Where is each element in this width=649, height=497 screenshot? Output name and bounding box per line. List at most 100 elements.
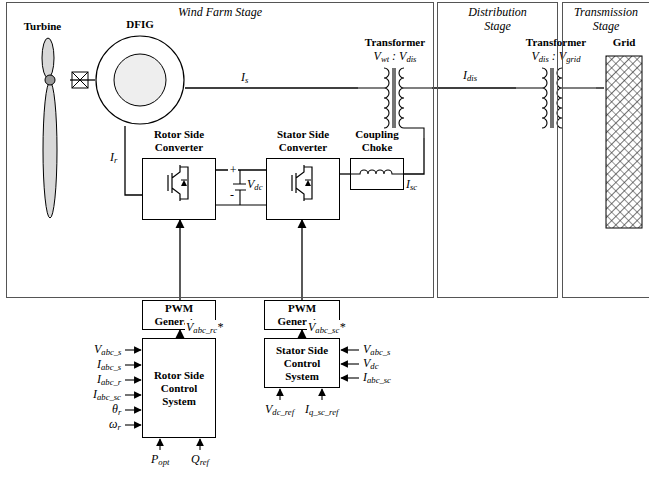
choke-box: Coupling Choke xyxy=(350,128,404,190)
connector xyxy=(125,126,142,195)
generator-circle: DFIG xyxy=(95,18,185,126)
symbol: ω xyxy=(109,417,117,431)
node-title: Stator Side Control System xyxy=(265,344,339,383)
symbol: V xyxy=(374,49,381,63)
subscript: abc_sc xyxy=(97,392,121,402)
signal-arrow xyxy=(125,364,141,365)
signal-arrow xyxy=(341,363,359,364)
dc-link-label: Vdc xyxy=(246,177,264,194)
current-label: Is xyxy=(240,70,249,87)
connector xyxy=(70,79,95,80)
current-label: Isc xyxy=(405,177,418,194)
symbol: I xyxy=(305,402,309,416)
signal-label: Qref xyxy=(190,452,210,469)
signal-arrow xyxy=(125,424,141,425)
symbol: I xyxy=(363,370,367,384)
subscript: dis xyxy=(467,73,477,83)
symbol: V xyxy=(186,320,193,334)
signal-arrow xyxy=(159,439,160,450)
voltage-ratio: Vwt : Vdis xyxy=(358,49,432,66)
subscript: s xyxy=(245,75,248,85)
stage-region: Wind Farm StageTurbineDFIGRotor Side Con… xyxy=(6,2,434,298)
symbol: V xyxy=(363,356,370,370)
turbine-rotor xyxy=(42,38,57,218)
connector xyxy=(301,220,302,300)
subscript: dc xyxy=(254,182,262,192)
subscript: ref xyxy=(200,457,209,467)
dc-link-label: + xyxy=(228,163,238,177)
subscript: abc_r xyxy=(101,377,121,387)
connector xyxy=(340,173,350,174)
signal-arrow xyxy=(125,394,141,395)
subscript: abc_s xyxy=(101,362,121,372)
dc-link-label: - xyxy=(229,188,235,202)
symbol: V xyxy=(265,402,272,416)
connector xyxy=(301,330,302,338)
node-title: Transformer xyxy=(516,36,596,49)
transformer: TransformerVdis : Vgrid xyxy=(516,36,596,138)
signal-label: Iq_sc_ref xyxy=(304,402,339,419)
choke-coil xyxy=(350,170,404,174)
converter-outline xyxy=(142,158,216,220)
symbol: * xyxy=(339,320,345,334)
grid-block xyxy=(606,56,642,228)
subscript: abc_s xyxy=(101,347,121,357)
converter-box: Stator Side Converter xyxy=(266,128,340,220)
signal-arrow xyxy=(279,389,280,400)
connector xyxy=(185,87,358,88)
connector xyxy=(179,330,180,338)
current-label: Idis xyxy=(462,68,478,85)
converter-box: Rotor Side Converter xyxy=(142,128,216,220)
symbol: I xyxy=(463,68,467,82)
node-title: DFIG xyxy=(95,18,185,31)
symbol: I xyxy=(97,357,101,371)
node-title: Rotor Side Control System xyxy=(143,369,215,408)
converter-outline xyxy=(350,158,404,190)
node-title: Coupling Choke xyxy=(350,128,404,154)
symbol: : V xyxy=(389,49,406,63)
stage-region: Transmission StageGrid xyxy=(562,2,649,298)
dc-link xyxy=(216,170,266,205)
current-label: Vabc_rc* xyxy=(185,320,224,337)
igbt-symbol xyxy=(292,165,312,201)
stage-title: Distribution Stage xyxy=(458,5,538,33)
symbol: V xyxy=(247,177,254,191)
subscript: opt xyxy=(158,457,169,467)
symbol: P xyxy=(151,452,158,466)
signal-arrow xyxy=(199,439,200,450)
stator-circle xyxy=(96,36,184,124)
connector xyxy=(179,220,180,300)
subscript: dis xyxy=(539,54,549,64)
subscript: r xyxy=(117,422,120,432)
control-box: Stator Side Control System xyxy=(264,338,340,388)
grid: Grid xyxy=(604,36,644,230)
subscript: wt xyxy=(381,54,389,64)
stage-title: Wind Farm Stage xyxy=(7,5,433,19)
signal-label: Popt xyxy=(150,452,170,469)
symbol: V xyxy=(94,342,101,356)
symbol: V xyxy=(308,320,315,334)
symbol: * xyxy=(217,320,223,334)
connector xyxy=(404,138,424,174)
subscript: abc_sc xyxy=(315,325,339,335)
signal-arrow xyxy=(125,349,141,350)
subscript: abc_sc xyxy=(367,375,391,385)
connector xyxy=(432,87,516,88)
symbol: V xyxy=(531,49,538,63)
node-title: Stator Side Converter xyxy=(266,128,340,154)
signal-label: ωr xyxy=(108,417,122,434)
subscript: r xyxy=(118,407,121,417)
symbol: I xyxy=(406,177,410,191)
subscript: grid xyxy=(566,54,580,64)
converter-outline xyxy=(266,158,340,220)
subscript: sc xyxy=(410,182,417,192)
signal-arrow xyxy=(125,409,141,410)
signal-arrow xyxy=(341,377,359,378)
signal-arrow xyxy=(321,389,322,400)
connector xyxy=(216,169,266,170)
node-title: Grid xyxy=(604,36,644,49)
symbol: : V xyxy=(549,49,566,63)
igbt-symbol xyxy=(168,165,188,201)
signal-label: Iabc_sc xyxy=(362,370,392,387)
symbol: V xyxy=(363,342,370,356)
